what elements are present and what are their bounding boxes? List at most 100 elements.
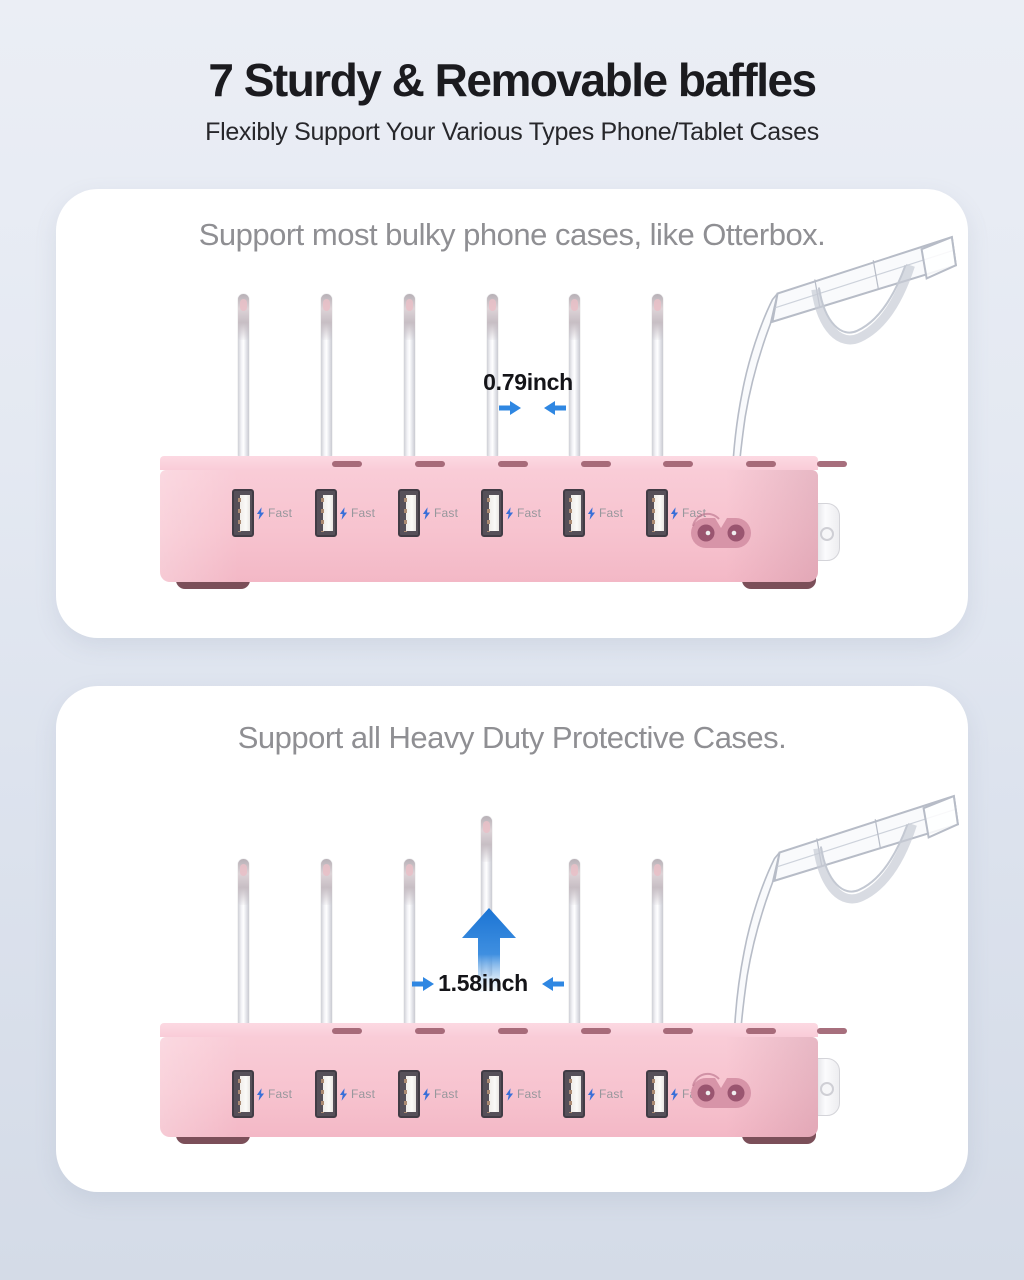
usb-tongue: [654, 495, 664, 532]
arrow-left-icon: [544, 401, 566, 415]
baffle-slot: [581, 461, 611, 468]
usb-contacts: [404, 1079, 407, 1114]
usb-tongue: [240, 1076, 250, 1113]
usb-port: [398, 1070, 420, 1119]
fast-text: Fast: [517, 506, 542, 521]
baffle: [404, 294, 415, 458]
fast-charge-label: Fast: [587, 506, 623, 520]
fast-text: Fast: [351, 1087, 376, 1102]
baffle: [569, 859, 580, 1026]
lightning-bolt-icon: [339, 1088, 348, 1101]
usb-contacts: [321, 498, 324, 533]
usb-contacts: [652, 1079, 655, 1114]
usb-port: [563, 489, 585, 538]
arrow-left-icon: [542, 977, 564, 991]
baffle-slot: [332, 1028, 362, 1035]
arrow-up-icon: [462, 908, 516, 993]
removed-baffle-acrylic: [722, 223, 964, 485]
usb-tongue: [323, 1076, 333, 1113]
usb-port: [646, 1070, 668, 1119]
station-top-face: [160, 456, 847, 471]
fast-charge-label: Fast: [256, 506, 292, 520]
usb-contacts: [569, 498, 572, 533]
usb-contacts: [404, 498, 407, 533]
fast-text: Fast: [268, 1087, 293, 1102]
lightning-bolt-icon: [505, 1088, 514, 1101]
baffle-slot: [663, 461, 693, 468]
fast-text: Fast: [517, 1087, 542, 1102]
lightning-bolt-icon: [505, 507, 514, 520]
fast-charge-label: Fast: [505, 506, 541, 520]
usb-contacts: [238, 1079, 241, 1114]
lightning-bolt-icon: [587, 1088, 596, 1101]
baffle-slot: [332, 461, 362, 468]
baffle: [238, 859, 249, 1026]
fast-text: Fast: [351, 506, 376, 521]
usb-port: [481, 489, 503, 538]
card-heavy-duty-cases: Support all Heavy Duty Protective Cases.…: [56, 686, 968, 1193]
fast-text: Fast: [268, 506, 293, 521]
baffle-slot: [498, 1028, 528, 1035]
usb-tongue: [571, 1076, 581, 1113]
baffle: [404, 859, 415, 1026]
fast-charge-label: Fast: [256, 1087, 292, 1101]
usb-port: [232, 1070, 254, 1119]
baffle: [321, 294, 332, 458]
usb-port: [315, 1070, 337, 1119]
fast-charge-label: Fast: [422, 1087, 458, 1101]
baffle-slot: [498, 461, 528, 468]
baffle-slot-empty: [817, 461, 847, 468]
baffle-slot: [746, 1028, 776, 1035]
baffle: [652, 294, 663, 458]
lightning-bolt-icon: [422, 1088, 431, 1101]
fast-charge-label: Fast: [587, 1087, 623, 1101]
baffle-slot: [415, 1028, 445, 1035]
measurement-label: 1.58inch: [438, 970, 528, 997]
usb-port: [232, 489, 254, 538]
fast-text: Fast: [599, 506, 624, 521]
charging-station-scene: 0.79inch Fast Fast Fast Fast Fast Fast: [56, 189, 968, 638]
usb-tongue: [406, 1076, 416, 1113]
usb-tongue: [571, 495, 581, 532]
usb-port: [398, 489, 420, 538]
usb-port: [646, 489, 668, 538]
card-heading: Support all Heavy Duty Protective Cases.: [237, 720, 787, 756]
card-heading: Support most bulky phone cases, like Ott…: [198, 217, 826, 253]
fast-text: Fast: [599, 1087, 624, 1102]
usb-port: [481, 1070, 503, 1119]
usb-tongue: [240, 495, 250, 532]
fast-charge-label: Fast: [422, 506, 458, 520]
usb-tongue: [323, 495, 333, 532]
card-bulky-cases: Support most bulky phone cases, like Ott…: [56, 189, 968, 639]
usb-port: [563, 1070, 585, 1119]
removed-baffle-acrylic: [724, 782, 966, 1044]
station-top-face: [160, 1023, 847, 1038]
usb-tongue: [489, 1076, 499, 1113]
power-inlet-c7: [689, 1071, 753, 1115]
baffle-slot: [581, 1028, 611, 1035]
lightning-bolt-icon: [339, 507, 348, 520]
usb-contacts: [569, 1079, 572, 1114]
arrow-right-icon: [412, 977, 434, 991]
usb-contacts: [238, 498, 241, 533]
baffle: [652, 859, 663, 1026]
usb-tongue: [489, 495, 499, 532]
baffle-slot: [663, 1028, 693, 1035]
fast-text: Fast: [434, 1087, 459, 1102]
lightning-bolt-icon: [670, 1088, 679, 1101]
fast-charge-label: Fast: [505, 1087, 541, 1101]
baffle: [569, 294, 580, 458]
lightning-bolt-icon: [422, 507, 431, 520]
arrow-right-icon: [499, 401, 521, 415]
usb-tongue: [406, 495, 416, 532]
charging-station-scene: 1.58inch Fast Fast Fast Fast Fast Fast: [56, 686, 968, 1192]
baffle-slot: [746, 461, 776, 468]
page-header: 7 Sturdy & Removable baffles Flexibly Su…: [0, 0, 1024, 147]
measurement-label: 0.79inch: [483, 369, 573, 396]
usb-contacts: [652, 498, 655, 533]
baffle-raised: [481, 816, 492, 977]
usb-contacts: [487, 498, 490, 533]
baffle: [487, 294, 498, 458]
baffle: [321, 859, 332, 1026]
baffle-slot-empty: [817, 1028, 847, 1035]
